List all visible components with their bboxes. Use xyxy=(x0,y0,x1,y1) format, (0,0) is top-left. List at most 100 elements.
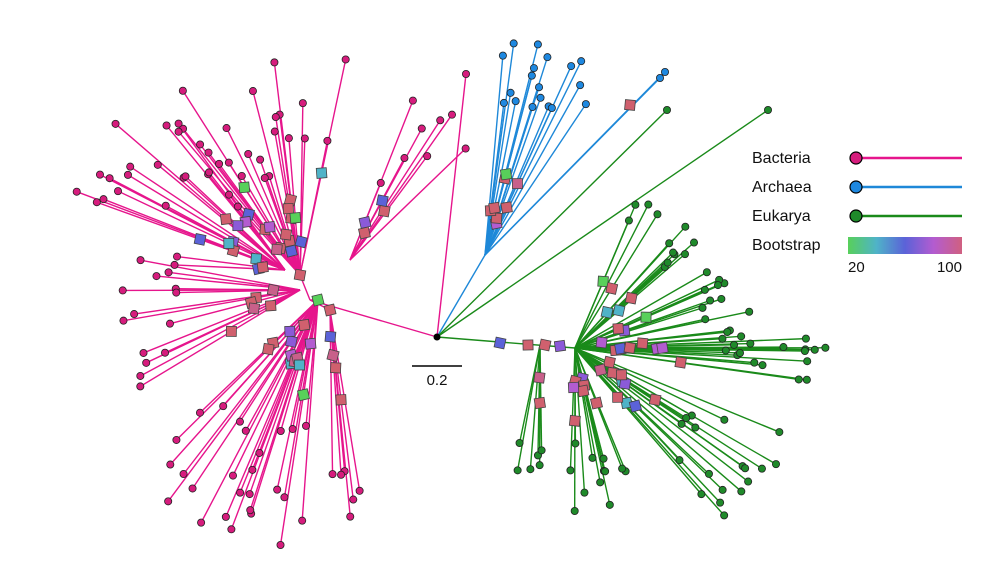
legend-label-archaea: Archaea xyxy=(752,179,812,196)
leaf-tip xyxy=(515,438,524,447)
leaf-tip xyxy=(513,466,522,475)
leaf-tip xyxy=(173,252,182,261)
leaf-tip xyxy=(237,171,246,180)
bootstrap-node xyxy=(284,244,298,258)
bootstrap-node xyxy=(298,318,311,332)
leaf-tip xyxy=(337,470,346,479)
leaf-tip xyxy=(599,454,608,463)
branch xyxy=(288,138,301,276)
legend-label-bootstrap: Bootstrap xyxy=(752,237,821,254)
bootstrap-node xyxy=(311,293,325,307)
leaf-tip xyxy=(605,500,614,509)
branch xyxy=(299,138,306,276)
leaf-tip xyxy=(227,525,236,534)
leaf-tip xyxy=(225,190,234,199)
leaf-tip xyxy=(498,51,507,60)
bootstrap-node xyxy=(624,99,636,111)
leaf-tip xyxy=(601,467,610,476)
bootstrap-node xyxy=(262,342,275,356)
leaf-tip xyxy=(273,485,282,494)
bootstrap-node xyxy=(266,283,280,297)
bootstrap-node xyxy=(247,302,261,315)
leaf-tip xyxy=(241,426,250,435)
leaf-tip xyxy=(221,512,230,521)
leaf-tip xyxy=(547,103,556,112)
leaf-tip xyxy=(543,53,552,62)
bootstrap-node xyxy=(656,341,669,355)
leaf-tip xyxy=(126,162,135,171)
bootstrap-node xyxy=(378,204,391,218)
leaf-tip xyxy=(248,465,257,474)
leaf-tip xyxy=(528,102,537,111)
bootstrap-node xyxy=(605,281,619,295)
leaf-tip xyxy=(535,83,544,92)
leaf-tip xyxy=(355,486,364,495)
leaf-tip xyxy=(801,334,810,343)
branch xyxy=(273,62,301,276)
leaf-tip xyxy=(417,124,426,133)
leaf-tip xyxy=(576,81,585,90)
branch xyxy=(484,97,542,256)
leaf-tip xyxy=(737,332,746,341)
leaf-tip xyxy=(166,460,175,469)
leaf-tip xyxy=(271,113,280,122)
branch xyxy=(484,92,512,256)
leaf-tip xyxy=(624,216,633,225)
leaf-tip xyxy=(713,281,722,290)
branch xyxy=(569,347,576,471)
leaf-tip xyxy=(535,461,544,470)
bootstrap-node xyxy=(568,414,581,427)
leaf-tip xyxy=(771,460,780,469)
leaf-tip xyxy=(328,470,337,479)
branch xyxy=(168,271,301,291)
branch xyxy=(436,73,467,338)
leaf-tip xyxy=(119,316,128,325)
branch xyxy=(329,309,351,517)
bootstrap-node xyxy=(225,325,237,337)
leaf-tip xyxy=(656,74,665,83)
leaf-tip xyxy=(195,408,204,417)
branch xyxy=(349,148,467,261)
leaf-tip xyxy=(588,453,597,462)
leaf-tip xyxy=(276,427,285,436)
leaf-tip xyxy=(750,358,759,367)
branch xyxy=(574,347,605,459)
leaf-tip xyxy=(233,202,242,211)
bootstrap-node xyxy=(624,291,638,305)
leaf-tip xyxy=(746,339,755,348)
branch xyxy=(574,262,669,349)
leaf-tip xyxy=(764,106,773,115)
branch xyxy=(207,152,301,276)
scale-bar: 0.2 xyxy=(412,365,462,389)
branch xyxy=(264,177,301,276)
leaf-tip xyxy=(669,248,678,257)
leaf-tip xyxy=(298,99,307,108)
leaf-tip xyxy=(744,477,753,486)
branch xyxy=(574,347,725,421)
bootstrap-node xyxy=(593,363,608,377)
branch xyxy=(164,289,301,354)
leaf-tip xyxy=(228,471,237,480)
leaf-tip xyxy=(571,439,580,448)
leaf-tip xyxy=(716,498,725,507)
leaf-tip xyxy=(284,134,293,143)
branch xyxy=(301,299,319,521)
leaf-tip xyxy=(700,285,709,294)
bootstrap-node xyxy=(326,348,340,362)
leaf-tip xyxy=(509,39,518,48)
leaf-tip xyxy=(718,485,727,494)
leaf-tip xyxy=(718,334,727,343)
bootstrap-node xyxy=(358,226,371,240)
leaf-tip xyxy=(270,127,279,136)
leaf-tip xyxy=(697,490,706,499)
branch xyxy=(200,299,319,523)
leaf-tip xyxy=(188,484,197,493)
leaf-tip xyxy=(580,488,589,497)
leaf-tip xyxy=(706,296,715,305)
branch xyxy=(169,289,301,325)
bootstrap-node xyxy=(597,275,609,288)
bootstrap-gradient-bar xyxy=(848,237,962,254)
leaf-tip xyxy=(758,361,767,370)
bootstrap-node xyxy=(193,233,207,246)
leaf-tip xyxy=(665,239,674,248)
